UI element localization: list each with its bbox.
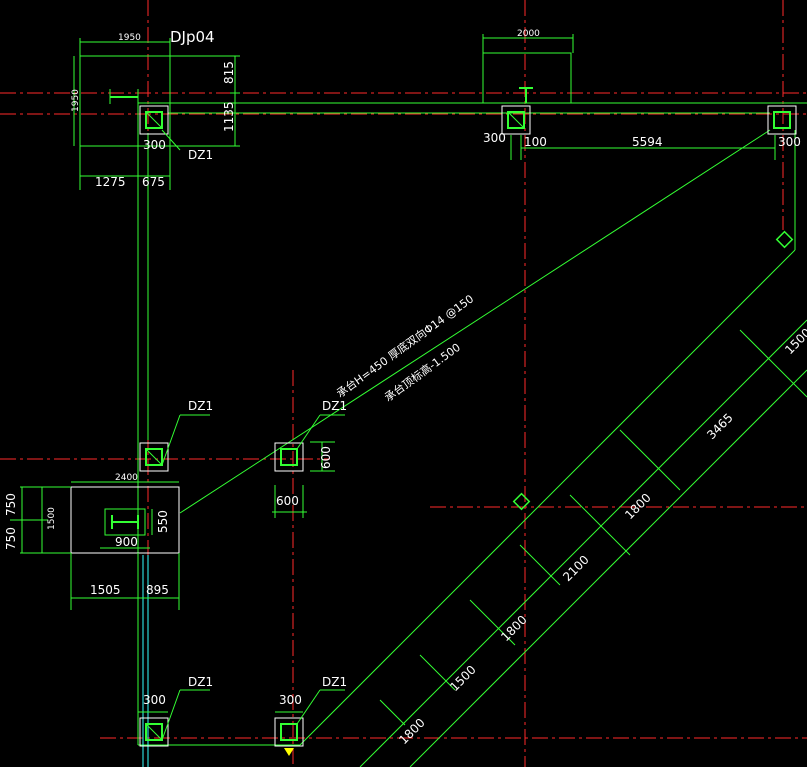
top-left-footing — [73, 38, 240, 190]
diamond-marker-2 — [512, 492, 531, 511]
column-size-c2: 300 — [483, 131, 506, 145]
footing-outline — [79, 55, 171, 147]
column-c2 — [501, 105, 531, 135]
dim-550: 550 — [156, 510, 170, 533]
dim-5594: 5594 — [632, 135, 663, 149]
columns — [139, 105, 797, 747]
column-label-c4: DZ1 — [188, 399, 213, 413]
diagonal-tie-beam — [179, 129, 771, 514]
diamond-marker-1 — [775, 230, 794, 249]
column-c5 — [274, 442, 304, 472]
dim-100: 100 — [524, 135, 547, 149]
diamond-markers — [512, 230, 794, 511]
marker-icon — [284, 748, 294, 756]
dim-600-w: 600 — [276, 494, 299, 508]
dim-diag-1800a: 1800 — [622, 491, 653, 522]
drawing-title: DJp04 — [170, 28, 215, 46]
column-label-c1: DZ1 — [188, 148, 213, 162]
dim-600-h: 600 — [319, 446, 333, 469]
column-size-c7: 300 — [279, 693, 302, 707]
column-size-c6: 300 — [143, 693, 166, 707]
inclined-beam-2 — [359, 319, 807, 767]
dim-1500-cap: 1500 — [47, 507, 57, 530]
dim-1135: 1135 — [222, 101, 236, 132]
column-size-c3: 300 — [778, 135, 801, 149]
column-c4 — [139, 442, 169, 472]
column-label-c6: DZ1 — [188, 675, 213, 689]
dim-900: 900 — [115, 535, 138, 549]
column-c7 — [274, 717, 304, 747]
cap-pedestal — [104, 508, 146, 536]
dim-diag-2100: 2100 — [560, 553, 591, 584]
dim-top-left-w: 1950 — [118, 33, 141, 43]
beam-lines — [137, 102, 807, 767]
column-c6 — [139, 717, 169, 747]
dim-diag-3465: 3465 — [704, 411, 735, 442]
dim-top-left-h: 1950 — [71, 89, 81, 112]
dim-750-b: 750 — [4, 527, 18, 550]
left-cap-footing — [10, 481, 180, 610]
dim-750-a: 750 — [4, 493, 18, 516]
dim-2400: 2400 — [115, 473, 138, 483]
column-label-c7: DZ1 — [322, 675, 347, 689]
column-size-c1: 300 — [143, 138, 166, 152]
mid-column-dims — [272, 441, 335, 518]
inclined-beam-1 — [299, 249, 796, 746]
top-mid-footing — [482, 34, 796, 160]
dim-895: 895 — [146, 583, 169, 597]
dim-675: 675 — [142, 175, 165, 189]
cyan-lines — [142, 555, 149, 767]
dim-815: 815 — [222, 61, 236, 84]
column-label-c5: DZ1 — [322, 399, 347, 413]
column-c1 — [139, 105, 169, 135]
leader-lines — [138, 129, 345, 741]
column-c3 — [767, 105, 797, 135]
dim-1505: 1505 — [90, 583, 121, 597]
dim-1275: 1275 — [95, 175, 126, 189]
dim-diag-1500: 1500 — [447, 663, 478, 694]
dim-2000: 2000 — [517, 29, 540, 39]
diagonal-dimensions — [379, 329, 807, 767]
left-cap-outline — [70, 486, 180, 554]
